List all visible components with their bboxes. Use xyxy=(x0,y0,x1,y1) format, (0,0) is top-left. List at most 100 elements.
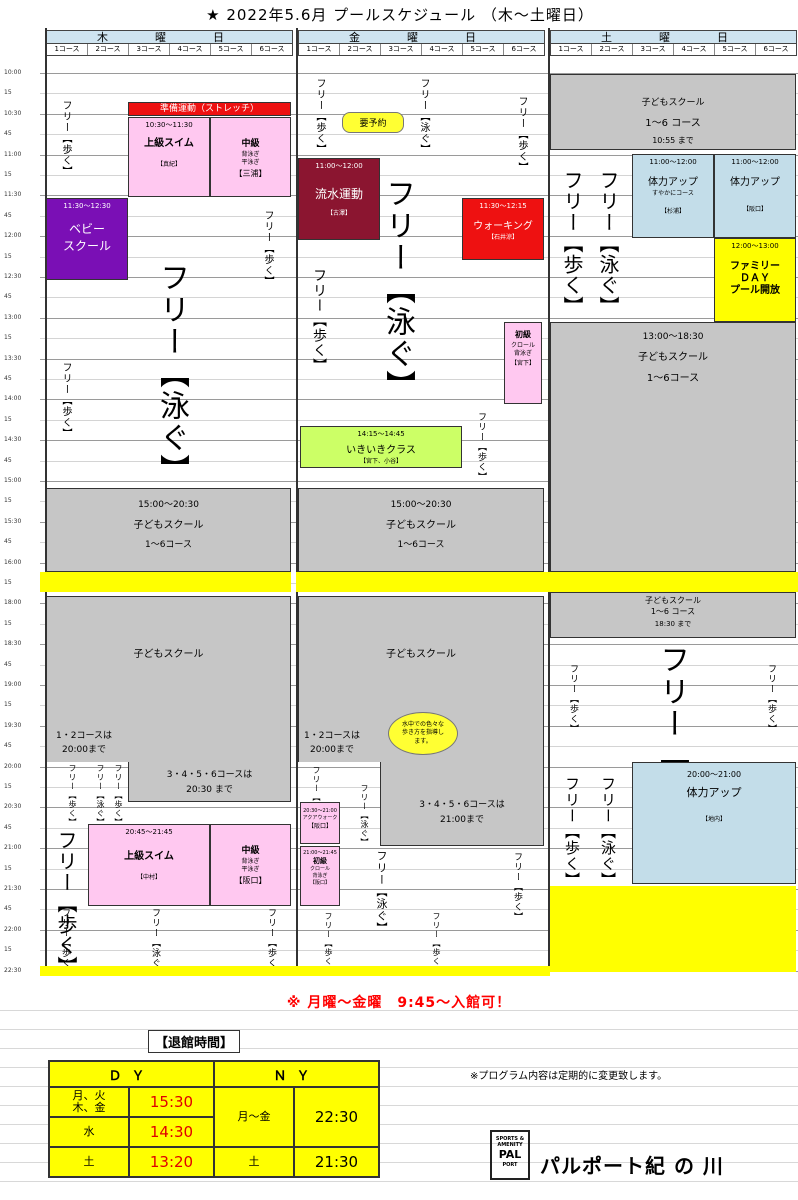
grid-line xyxy=(40,358,798,360)
block-time: 11:00～12:00 xyxy=(731,158,779,166)
lane-label: 5コース xyxy=(210,44,251,55)
time-label: 45 xyxy=(4,660,12,668)
logo-port: PORT xyxy=(502,1162,518,1168)
thu-jokyu-swim: 10:30～11:30 上級スイム 【真紀】 xyxy=(128,117,210,197)
sat-tairyoku-up-1: 11:00～12:00 体力アップ すやかにコース 【杉浦】 xyxy=(632,154,714,238)
fri-break-band xyxy=(296,572,548,592)
thu-free-walk-5: フリー【歩く】 xyxy=(114,764,123,827)
fri-kids-school: 15:00～20:30 子どもスクール 1～6コース xyxy=(298,488,544,572)
block-name: 子どもスクール xyxy=(133,649,204,660)
sat-kids-school-morning: 子どもスクール 1～6 コース 10:55 まで xyxy=(550,74,796,150)
block-time: 13:00～18:30 xyxy=(642,332,704,342)
block-instructor: 【阪口】 xyxy=(742,206,767,213)
fri-shokyu: 初級 クロール 背泳ぎ 【宮下】 xyxy=(504,322,542,404)
lane-label: 3コース xyxy=(380,44,421,55)
block-sub: クロール 背泳ぎ xyxy=(309,866,330,879)
grid-line xyxy=(0,1067,798,1068)
time-label: 16:00 xyxy=(4,558,22,566)
grid-line xyxy=(40,236,798,238)
facility-name: パルポート紀 の 川 xyxy=(540,1154,724,1178)
fri-walking-bubble: 水中での色々な 歩き方を指導し ます。 xyxy=(388,712,458,756)
block-time: 21:00～21:45 xyxy=(303,850,337,856)
fri-free-swim-1: フリー【泳ぐ】 xyxy=(418,78,429,155)
lane-label: 4コース xyxy=(673,44,714,55)
entry-notice: ※ 月曜～金曜 9:45～入館可！ xyxy=(286,995,512,1011)
block-time: 20:45～21:45 xyxy=(125,828,173,836)
time-label: 15 xyxy=(4,171,12,178)
sat-kids-school-afternoon: 13:00～18:30 子どもスクール 1～6コース xyxy=(550,322,796,572)
leave-time-table: ＤＹ ＮＹ 月、火 木、金 15:30 月～金 22:30 水 14:30 土 … xyxy=(48,1060,380,1178)
block-name: 体力アップ xyxy=(648,177,698,188)
time-label: 18:00 xyxy=(4,599,22,607)
time-label: 10:00 xyxy=(4,69,22,76)
block-time: 15:00～20:30 xyxy=(138,500,199,510)
fri-note-lanes-12: 1・2コースは 20:00まで xyxy=(304,731,361,755)
grid-line xyxy=(40,317,798,319)
column-divider xyxy=(548,28,550,972)
block-name: 体力アップ xyxy=(686,786,742,799)
time-label: 45 xyxy=(4,130,12,138)
time-label: 12:00 xyxy=(4,232,22,240)
sat-free-walk-3: フリー【歩く】 xyxy=(766,664,776,734)
grid-line xyxy=(0,1010,798,1011)
block-name: アクアウォーク xyxy=(302,815,338,821)
thu-jokyu-swim-evening: 20:45～21:45 上級スイム 【中村】 xyxy=(88,824,210,906)
block-name: 子どもスクール xyxy=(641,98,705,108)
time-label: 45 xyxy=(4,293,12,301)
leave-time: 14:30 xyxy=(128,1116,215,1148)
lane-label: 3コース xyxy=(632,44,673,55)
time-label: 15:00 xyxy=(4,477,22,484)
block-name: ファミリー ＤＡＹ プール開放 xyxy=(730,261,780,296)
block-instructor: 【宮下、小谷】 xyxy=(359,458,402,465)
fri-free-walk-8: フリー【歩く】 xyxy=(432,912,441,975)
time-label: 15 xyxy=(4,864,12,872)
time-label: 45 xyxy=(4,823,12,831)
time-label: 13:00 xyxy=(4,313,22,321)
block-instructor: 【中村】 xyxy=(136,874,161,881)
sat-break-band xyxy=(548,572,798,592)
fri-free-walk-4: フリー【歩く】 xyxy=(476,412,486,482)
time-label: 15 xyxy=(4,701,12,709)
leave-day: 土 xyxy=(213,1146,295,1178)
grid-line xyxy=(0,1048,798,1049)
program-change-note: ※プログラム内容は定期的に変更致します。 xyxy=(470,1071,668,1082)
leave-day: 月～金 xyxy=(213,1086,295,1148)
block-name: 初級 xyxy=(515,330,531,339)
leave-time: 22:30 xyxy=(293,1086,380,1148)
grid-line xyxy=(40,848,798,850)
time-label: 21:30 xyxy=(4,885,22,892)
block-name: いきいきクラス xyxy=(346,445,416,456)
time-label: 11:00 xyxy=(4,150,22,158)
time-label: 12:30 xyxy=(4,273,22,280)
sat-free-swim-2: フリー【泳ぐ】 xyxy=(599,776,617,888)
leave-time: 13:20 xyxy=(128,1146,215,1178)
thu-note-lanes-12: 1・2コースは 20:00まで xyxy=(56,731,113,755)
fri-ryusui-undo: 11:00～12:00 流水運動 【古澤】 xyxy=(298,158,380,240)
fri-free-walk-6: フリー【歩く】 xyxy=(512,852,522,922)
block-name: 流水運動 xyxy=(314,187,363,201)
block-lanes: 1～6コース xyxy=(144,540,192,550)
lane-label: 2コース xyxy=(87,44,128,55)
time-label: 15 xyxy=(4,252,12,260)
block-instructor: 【地内】 xyxy=(701,816,726,823)
lane-label: 2コース xyxy=(591,44,632,55)
time-label: 15 xyxy=(4,579,12,586)
block-name: ウォーキング xyxy=(473,221,533,232)
fri-free-walk-1: フリー【歩く】 xyxy=(314,78,325,155)
block-instructor: 【阪口】 xyxy=(307,823,332,830)
thu-free-swim-late: フリー【泳ぐ】 xyxy=(150,908,160,978)
lane-label: 1コース xyxy=(54,45,80,53)
block-time: 11:00～12:00 xyxy=(649,158,697,166)
thu-free-walk-3: フリー【歩く】 xyxy=(60,362,71,439)
day-header-thu: 木 曜 日 xyxy=(46,30,293,44)
leave-time: 21:30 xyxy=(293,1146,380,1178)
block-instructor: 【阪口】 xyxy=(309,880,330,886)
day-header-fri: 金 曜 日 xyxy=(298,30,545,44)
sat-closed-band xyxy=(550,886,796,972)
lane-label: 6コース xyxy=(251,44,292,55)
block-until: 10:55 まで xyxy=(652,136,694,145)
block-name: 子どもスクール xyxy=(645,596,701,605)
time-label: 22:00 xyxy=(4,925,22,933)
time-label: 45 xyxy=(4,211,12,219)
